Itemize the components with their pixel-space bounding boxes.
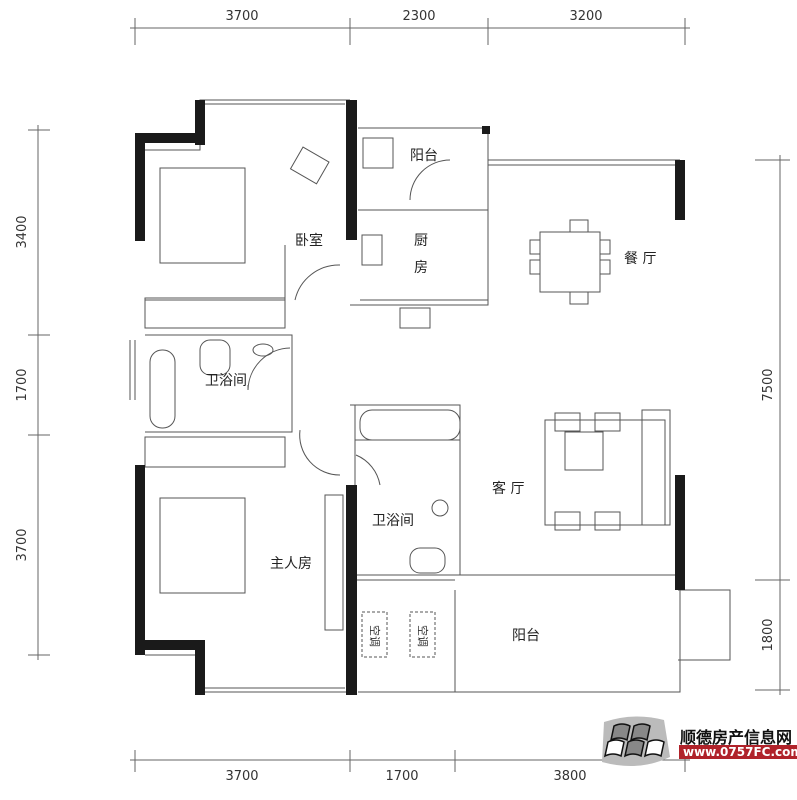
stove-icon [399,307,431,329]
ac-label-1: 空调 [368,625,382,647]
dim-left-1: 3400 [15,215,30,248]
room-bathroom-2: 卫浴间 [372,513,414,529]
dim-left-2: 1700 [15,368,30,401]
dim-right-2: 1800 [761,618,776,651]
bathtub-icon [149,349,176,429]
dimension-lines [28,18,790,772]
sink-icon-2 [431,499,449,517]
dining-table-icon [539,231,601,293]
doors [247,159,451,486]
watermark: 顺德房产信息网 www.0757FC.com [594,712,797,772]
dim-bottom-1: 3700 [225,769,258,784]
dim-left-3: 3700 [15,528,30,561]
coffee-table-icon [564,431,604,471]
bathtub-icon-2 [359,409,461,441]
room-kitchen-2: 房 [414,260,428,276]
wardrobe-icon [324,494,344,631]
room-balcony-south: 阳台 [512,628,540,644]
room-bedroom: 卧室 [295,232,323,249]
room-bathroom-1: 卫浴间 [205,373,247,389]
dim-bottom-3: 3800 [553,769,586,784]
master-bed-icon [159,497,246,594]
ac-label-2: 空调 [416,625,430,647]
watermark-title: 顺德房产信息网 [680,728,793,747]
ac-unit-2 [409,611,436,658]
toilet-icon [199,339,231,376]
room-dining: 餐 厅 [624,251,656,267]
interior-walls [129,99,731,693]
dim-bottom-2: 1700 [385,769,418,784]
sofa-icon [641,409,671,526]
toilet-icon-2 [409,547,446,574]
roof-tiles-logo-icon [602,716,670,766]
watermark-url: www.0757FC.com [679,745,797,759]
ac-unit-1 [361,611,388,658]
dim-top-1: 3700 [225,9,258,24]
furniture [149,137,671,658]
dim-right-1: 7500 [761,368,776,401]
sink-icon [252,343,274,357]
chair-icon [289,146,330,185]
room-living: 客 厅 [492,480,524,497]
structural-walls [135,100,685,695]
kitchen-sink-icon [361,234,383,266]
dim-top-3: 3200 [569,9,602,24]
room-master-bedroom: 主人房 [270,556,312,572]
bed-icon [159,167,246,264]
room-kitchen-1: 厨 [414,233,428,249]
washer-icon [362,137,394,169]
dim-top-2: 2300 [402,9,435,24]
room-balcony-north: 阳台 [410,148,438,164]
